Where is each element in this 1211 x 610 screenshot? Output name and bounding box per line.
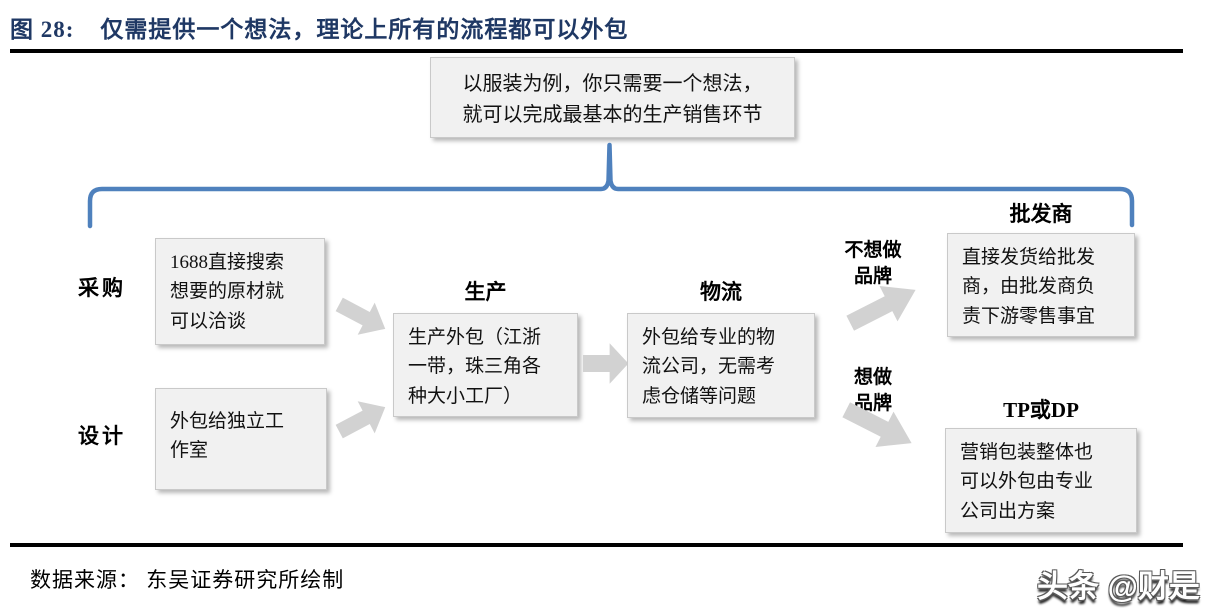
title-divider <box>10 49 1183 53</box>
arrow-design-to-production-icon <box>335 401 386 439</box>
design-box: 外包给独立工 作室 <box>155 388 327 490</box>
figure-number: 图 28: <box>10 17 75 42</box>
header-wholesaler: 批发商 <box>1009 202 1073 226</box>
tp-box-text: 营销包装整体也 可以外包由专业 公司出方案 <box>960 442 1094 522</box>
procurement-box: 1688直接搜索 想要的原材就 可以洽谈 <box>155 238 325 345</box>
header-tp: TP或DP <box>1003 398 1079 422</box>
row-label-procurement: 采购 <box>78 276 126 300</box>
arrow-brand-to-tp-icon <box>842 402 912 447</box>
tp-box: 营销包装整体也 可以外包由专业 公司出方案 <box>945 428 1137 533</box>
production-box: 生产外包（江浙 一带，珠三角各 种大小工厂） <box>393 313 578 417</box>
intro-box: 以服装为例，你只需要一个想法， 就可以完成最基本的生产销售环节 <box>430 57 795 138</box>
header-production: 生产 <box>464 280 507 304</box>
footer-divider <box>10 543 1183 547</box>
arrow-no-brand-to-wholesaler-icon <box>846 286 916 331</box>
brace-bracket <box>87 142 1135 229</box>
arrow-procurement-to-production-icon <box>335 297 386 335</box>
row-label-design: 设计 <box>78 424 126 448</box>
figure-title: 图 28: 仅需提供一个想法，理论上所有的流程都可以外包 <box>10 10 628 44</box>
production-box-text: 生产外包（江浙 一带，珠三角各 种大小工厂） <box>408 327 542 407</box>
intro-box-text: 以服装为例，你只需要一个想法， 就可以完成最基本的生产销售环节 <box>462 73 763 126</box>
logistics-box: 外包给专业的物 流公司，无需考 虑仓储等问题 <box>627 313 815 418</box>
design-box-text: 外包给独立工 作室 <box>170 411 285 462</box>
header-logistics: 物流 <box>700 280 742 304</box>
toutiao-watermark: 头条 @财是 <box>1037 569 1200 604</box>
logistics-box-text: 外包给专业的物 流公司，无需考 虑仓储等问题 <box>642 327 776 407</box>
procurement-box-text: 1688直接搜索 想要的原材就 可以洽谈 <box>170 252 285 332</box>
branch-label-brand: 想做 品牌 <box>853 367 892 414</box>
branch-label-no-brand: 不想做 品牌 <box>844 240 902 287</box>
arrow-production-to-logistics-icon <box>583 343 629 384</box>
wholesaler-box-text: 直接发货给批发 商，由批发商负 责下游零售事宜 <box>962 247 1096 327</box>
wholesaler-box: 直接发货给批发 商，由批发商负 责下游零售事宜 <box>947 233 1135 337</box>
figure-title-text: 仅需提供一个想法，理论上所有的流程都可以外包 <box>100 17 629 42</box>
data-source: 数据来源： 东吴证券研究所绘制 <box>30 568 345 592</box>
